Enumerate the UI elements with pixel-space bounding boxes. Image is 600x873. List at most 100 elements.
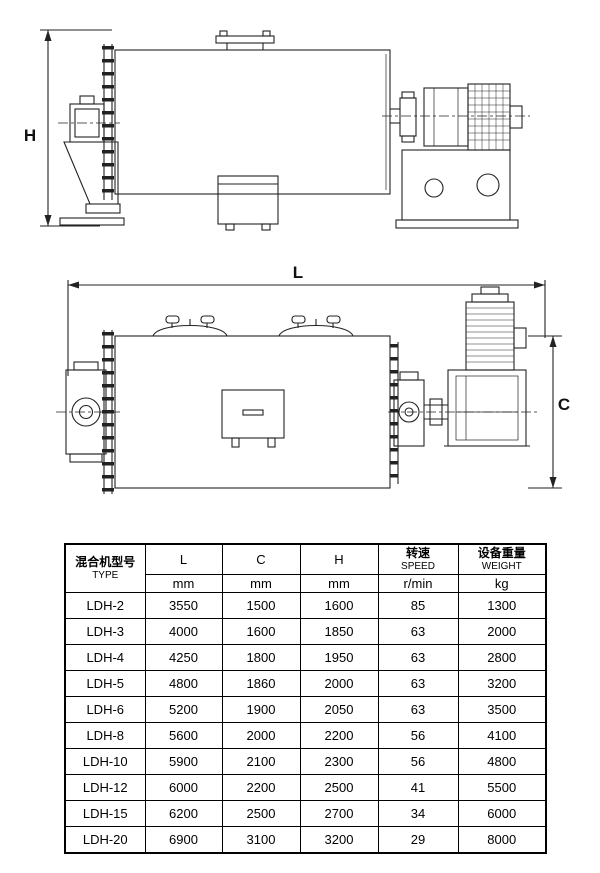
table-row: LDH-15 6200 2500 2700 34 6000 <box>64 800 547 827</box>
cell-type: LDH-15 <box>64 800 146 827</box>
cell-speed: 56 <box>377 722 459 749</box>
technical-drawings: H L C <box>24 29 570 494</box>
cell-weight: 2000 <box>457 618 547 645</box>
left-bearing-side <box>58 95 120 143</box>
cell-c: 1800 <box>221 644 301 671</box>
table-row: LDH-8 5600 2000 2200 56 4100 <box>64 722 547 749</box>
coupling-front <box>424 398 448 426</box>
unit-speed: r/min <box>377 574 459 593</box>
cell-h: 2200 <box>299 722 379 749</box>
cell-speed: 63 <box>377 644 459 671</box>
cell-speed: 63 <box>377 696 459 723</box>
unit-c: mm <box>221 574 301 593</box>
gearbox-front <box>444 369 530 447</box>
col-header-weight-cn: 设备重量 <box>477 546 526 560</box>
cell-c: 3100 <box>221 826 301 854</box>
spec-table: 混合机型号 TYPE L C H 转速 SPEED 设备重量 WEIGHT mm… <box>64 543 547 854</box>
col-header-type-en: TYPE <box>92 570 119 581</box>
center-access-plate <box>221 389 285 448</box>
vertical-motor <box>465 286 527 371</box>
cell-c: 1500 <box>221 592 301 619</box>
cell-c: 1900 <box>221 696 301 723</box>
cell-l: 6000 <box>144 774 223 801</box>
cell-c: 2100 <box>221 748 301 775</box>
cell-type: LDH-12 <box>64 774 146 801</box>
table-row: LDH-5 4800 1860 2000 63 3200 <box>64 670 547 697</box>
cell-l: 5600 <box>144 722 223 749</box>
cell-type: LDH-6 <box>64 696 146 723</box>
table-row: LDH-6 5200 1900 2050 63 3500 <box>64 696 547 723</box>
dimension-l <box>67 280 546 376</box>
cell-h: 2300 <box>299 748 379 775</box>
cell-c: 2200 <box>221 774 301 801</box>
cell-type: LDH-2 <box>64 592 146 619</box>
drive-stand <box>395 149 519 229</box>
cell-speed: 63 <box>377 618 459 645</box>
page: H L C 混合机型号 TYPE L C H 转速 SPEED 设备重量 WEI… <box>24 29 570 854</box>
left-end-flange-side <box>102 44 114 200</box>
cell-speed: 56 <box>377 748 459 775</box>
cell-weight: 3500 <box>457 696 547 723</box>
cell-speed: 29 <box>377 826 459 854</box>
cell-weight: 1300 <box>457 592 547 619</box>
cell-l: 6900 <box>144 826 223 854</box>
table-row: LDH-20 6900 3100 3200 29 8000 <box>64 826 547 854</box>
cell-type: LDH-5 <box>64 670 146 697</box>
cell-c: 2500 <box>221 800 301 827</box>
cell-weight: 8000 <box>457 826 547 854</box>
unit-h: mm <box>299 574 379 593</box>
dim-label-l: L <box>293 263 303 282</box>
table-row: LDH-10 5900 2100 2300 56 4800 <box>64 748 547 775</box>
cell-type: LDH-4 <box>64 644 146 671</box>
side-view-drawing <box>40 29 530 231</box>
col-header-speed: 转速 SPEED <box>377 543 459 575</box>
right-bearing-front <box>388 371 540 447</box>
col-header-type-cn: 混合机型号 <box>75 555 136 569</box>
cell-type: LDH-8 <box>64 722 146 749</box>
manhole-cover-1 <box>152 315 228 337</box>
cell-h: 2050 <box>299 696 379 723</box>
header-row-1: 混合机型号 TYPE L C H 转速 SPEED 设备重量 WEIGHT <box>64 543 547 593</box>
cell-l: 5200 <box>144 696 223 723</box>
discharge-hopper <box>59 141 125 226</box>
cell-l: 3550 <box>144 592 223 619</box>
mixer-body-front <box>114 335 391 489</box>
cell-h: 2700 <box>299 800 379 827</box>
dimension-h <box>40 29 112 227</box>
cell-type: LDH-3 <box>64 618 146 645</box>
col-header-weight: 设备重量 WEIGHT <box>457 543 547 575</box>
col-header-c: C <box>221 543 301 575</box>
cell-l: 4250 <box>144 644 223 671</box>
cell-type: LDH-10 <box>64 748 146 775</box>
col-header-h: H <box>299 543 379 575</box>
col-header-speed-cn: 转速 <box>405 546 430 560</box>
cell-l: 4000 <box>144 618 223 645</box>
drawing-root <box>40 29 562 494</box>
cell-type: LDH-20 <box>64 826 146 854</box>
right-end-flange-front <box>390 342 399 484</box>
cell-weight: 2800 <box>457 644 547 671</box>
cell-h: 3200 <box>299 826 379 854</box>
col-header-l: L <box>144 543 223 575</box>
cell-h: 1850 <box>299 618 379 645</box>
left-bearing-front <box>56 361 120 463</box>
cell-c: 1860 <box>221 670 301 697</box>
unit-l: mm <box>144 574 223 593</box>
cell-weight: 5500 <box>457 774 547 801</box>
cell-speed: 85 <box>377 592 459 619</box>
cell-h: 1950 <box>299 644 379 671</box>
motor-hatched-block <box>467 83 511 151</box>
cell-c: 2000 <box>221 722 301 749</box>
cell-speed: 63 <box>377 670 459 697</box>
col-header-weight-en: WEIGHT <box>481 561 522 572</box>
cell-l: 4800 <box>144 670 223 697</box>
table-row: LDH-12 6000 2200 2500 41 5500 <box>64 774 547 801</box>
cell-h: 2500 <box>299 774 379 801</box>
col-header-speed-en: SPEED <box>401 561 435 572</box>
cell-weight: 3200 <box>457 670 547 697</box>
cell-l: 6200 <box>144 800 223 827</box>
cell-speed: 34 <box>377 800 459 827</box>
cell-c: 1600 <box>221 618 301 645</box>
dim-label-c: C <box>558 395 570 414</box>
table-row: LDH-4 4250 1800 1950 63 2800 <box>64 644 547 671</box>
